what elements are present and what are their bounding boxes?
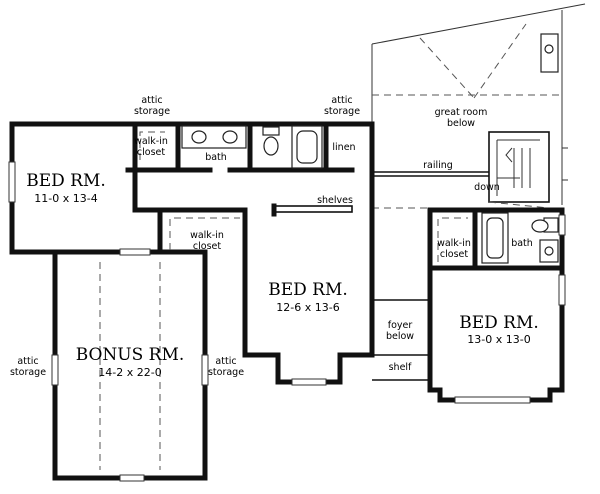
railing-label: railing <box>423 160 453 171</box>
foyer-label: foyer <box>388 320 413 331</box>
linen-label: linen <box>332 142 355 153</box>
bed-room-1-size: 11-0 x 13-4 <box>34 192 97 205</box>
closet-shelves <box>139 131 468 262</box>
closet-label: closet <box>193 241 221 252</box>
closet-label: closet <box>137 147 165 158</box>
shelves-label: shelves <box>317 195 353 206</box>
bath-label: bath <box>205 152 227 163</box>
storage-label: storage <box>134 106 170 117</box>
bath-fixtures <box>181 125 559 264</box>
attic-label: attic <box>331 95 352 106</box>
shelf-label: shelf <box>389 362 412 373</box>
walk-in-label: walk-in <box>134 136 168 147</box>
stair <box>372 131 550 209</box>
great-room-below <box>371 3 586 300</box>
bed-room-3-name: BED RM. <box>459 313 539 333</box>
below-label: below <box>386 331 414 342</box>
walk-in-label: walk-in <box>190 230 224 241</box>
bed-room-1-name: BED RM. <box>26 171 106 191</box>
walk-in-label: walk-in <box>437 238 471 249</box>
attic-label: attic <box>215 356 236 367</box>
storage-label: storage <box>208 367 244 378</box>
attic-label: attic <box>17 356 38 367</box>
bonus-room-size: 14-2 x 22-0 <box>98 366 161 379</box>
bed-room-3-size: 13-0 x 13-0 <box>467 333 530 346</box>
down-label: down <box>474 182 500 193</box>
storage-label: storage <box>324 106 360 117</box>
closet-label: closet <box>440 249 468 260</box>
bonus-room-name: BONUS RM. <box>76 345 185 365</box>
bed-room-2-name: BED RM. <box>268 280 348 300</box>
below-label: below <box>447 118 475 129</box>
bed-room-2-size: 12-6 x 13-6 <box>276 301 339 314</box>
great-room-label: great room <box>435 107 488 118</box>
attic-label: attic <box>141 95 162 106</box>
storage-label: storage <box>10 367 46 378</box>
bath-label: bath <box>511 238 533 249</box>
windows <box>8 161 566 482</box>
labels: attic storage attic storage attic storag… <box>10 95 539 379</box>
